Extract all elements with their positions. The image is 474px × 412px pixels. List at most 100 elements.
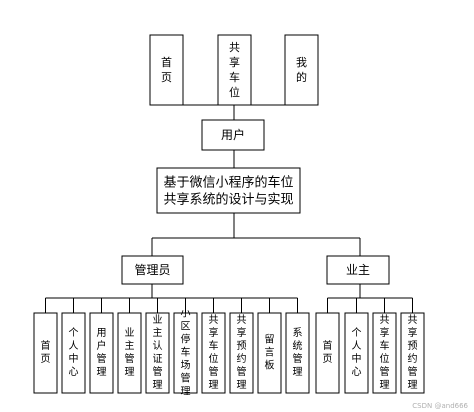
- role-box-admin: [121, 255, 184, 285]
- label-char: 人: [352, 340, 362, 352]
- admin-module-box: [117, 312, 142, 394]
- label-char: 理: [293, 366, 303, 378]
- label-char: 首: [161, 55, 172, 69]
- label-char: 管: [125, 352, 135, 365]
- label-char: 首: [41, 339, 51, 352]
- role-box-owner: [326, 255, 390, 285]
- label-char: 车: [181, 346, 191, 359]
- label-char: 共: [229, 41, 240, 54]
- admin-module-box: [145, 312, 170, 394]
- owner-module-box: [315, 312, 340, 394]
- admin-module-box: [173, 312, 198, 394]
- label-char: 预: [408, 340, 418, 352]
- label-char: 理: [380, 379, 390, 391]
- label-char: 区: [181, 321, 191, 333]
- label-char: 理: [125, 366, 135, 378]
- label-char: 中: [69, 352, 79, 365]
- owner-module-box: [344, 312, 369, 394]
- watermark: CSDN @and666: [412, 402, 468, 410]
- top-node-label: 我的: [296, 56, 307, 84]
- label-char: 小: [181, 308, 191, 320]
- label-char: 主: [153, 327, 163, 339]
- label-char: 共: [408, 314, 418, 326]
- top-node-box: [284, 34, 319, 106]
- admin-module-box: [61, 312, 86, 394]
- label-char: 享: [380, 326, 390, 339]
- label-char: 共: [237, 314, 247, 326]
- top-node-box: [217, 34, 252, 106]
- admin-module-box: [201, 312, 226, 394]
- label-char: 管: [293, 352, 303, 365]
- label-char: 理: [237, 379, 247, 391]
- label-char: 场: [181, 359, 191, 372]
- label-char: 管: [153, 365, 163, 378]
- user-node-box: [201, 119, 265, 151]
- top-node-label: 首页: [161, 55, 172, 84]
- label-char: 管: [181, 372, 191, 385]
- label-char: 车: [229, 70, 240, 84]
- label-char: 理: [97, 366, 107, 378]
- label-char: 位: [209, 352, 219, 365]
- label-char: 约: [408, 352, 418, 365]
- admin-module-box: [89, 312, 114, 394]
- label-char: 我: [296, 56, 307, 69]
- label-char: 人: [69, 340, 79, 352]
- label-char: 停: [181, 333, 191, 346]
- label-char: 系: [293, 327, 303, 339]
- system-title-line-2: 共享系统的设计与实现: [163, 192, 293, 208]
- system-title-box: [156, 167, 301, 214]
- label-char: 留: [265, 333, 275, 346]
- role-label-owner: 业主: [346, 263, 370, 277]
- label-char: 约: [237, 352, 247, 365]
- label-char: 认: [153, 339, 163, 352]
- role-label-admin: 管理员: [134, 262, 170, 277]
- label-char: 页: [41, 353, 51, 365]
- label-char: 理: [209, 379, 219, 391]
- label-char: 管: [380, 365, 390, 378]
- admin-module-box: [257, 312, 282, 394]
- label-char: 主: [125, 340, 135, 352]
- label-char: 共: [380, 314, 390, 326]
- user-node-label: 用户: [221, 127, 245, 142]
- label-char: 管: [237, 365, 247, 378]
- label-char: 理: [181, 386, 191, 398]
- label-char: 统: [293, 339, 303, 352]
- label-char: 户: [97, 339, 107, 352]
- label-char: 证: [153, 353, 163, 365]
- label-char: 管: [97, 352, 107, 365]
- label-char: 享: [209, 326, 219, 339]
- owner-module-label: 首页: [323, 339, 333, 365]
- label-char: 页: [323, 353, 333, 365]
- label-char: 享: [229, 55, 240, 69]
- label-char: 理: [153, 379, 163, 391]
- label-char: 管: [408, 365, 418, 378]
- label-char: 心: [69, 366, 79, 378]
- label-char: 个: [352, 327, 362, 339]
- label-char: 位: [229, 85, 240, 99]
- admin-module-label: 首页: [41, 339, 51, 365]
- owner-module-box: [400, 312, 425, 394]
- label-char: 首: [323, 339, 333, 352]
- label-char: 管: [209, 365, 219, 378]
- admin-module-box: [229, 312, 254, 394]
- label-char: 的: [296, 70, 307, 84]
- label-char: 个: [69, 327, 79, 339]
- label-char: 言: [265, 346, 275, 359]
- top-node-box: [149, 34, 184, 106]
- system-title-line-1: 基于微信小程序的车位: [163, 175, 293, 191]
- label-char: 车: [209, 339, 219, 352]
- admin-module-label: 留言板: [265, 333, 275, 372]
- label-char: 业: [125, 327, 135, 339]
- label-char: 心: [352, 366, 362, 378]
- label-char: 理: [408, 379, 418, 391]
- label-char: 用: [97, 328, 107, 339]
